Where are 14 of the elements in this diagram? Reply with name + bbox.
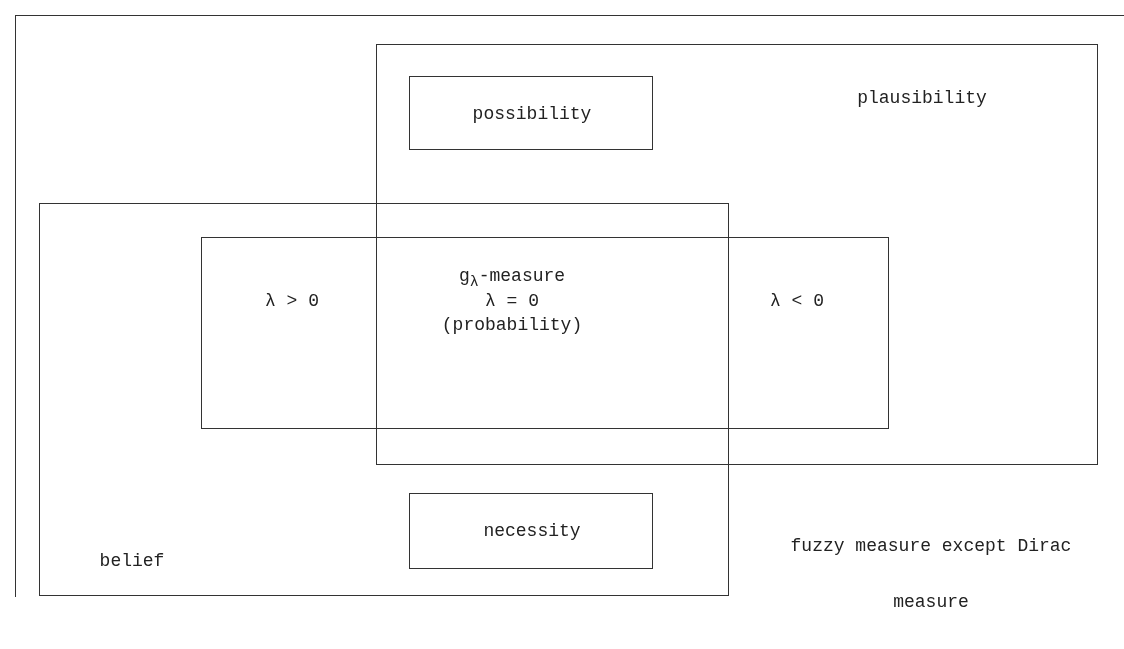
set-label: λ = 0 (probability) — [440, 290, 584, 337]
set-label: possibility — [471, 103, 593, 126]
set-label: belief — [98, 550, 166, 573]
set-box — [409, 76, 653, 150]
set-label: fuzzy measure except Dirac measure — [789, 535, 1073, 614]
set-label: λ > 0 — [264, 290, 320, 313]
set-box — [409, 493, 653, 569]
set-label: λ < 0 — [769, 290, 825, 313]
set-box — [376, 44, 1098, 465]
set-label: plausibility — [856, 87, 988, 110]
set-box — [39, 203, 729, 596]
set-label: necessity — [482, 520, 582, 543]
set-box — [201, 237, 889, 429]
set-label: g$_{λ}$-measure — [457, 265, 567, 293]
